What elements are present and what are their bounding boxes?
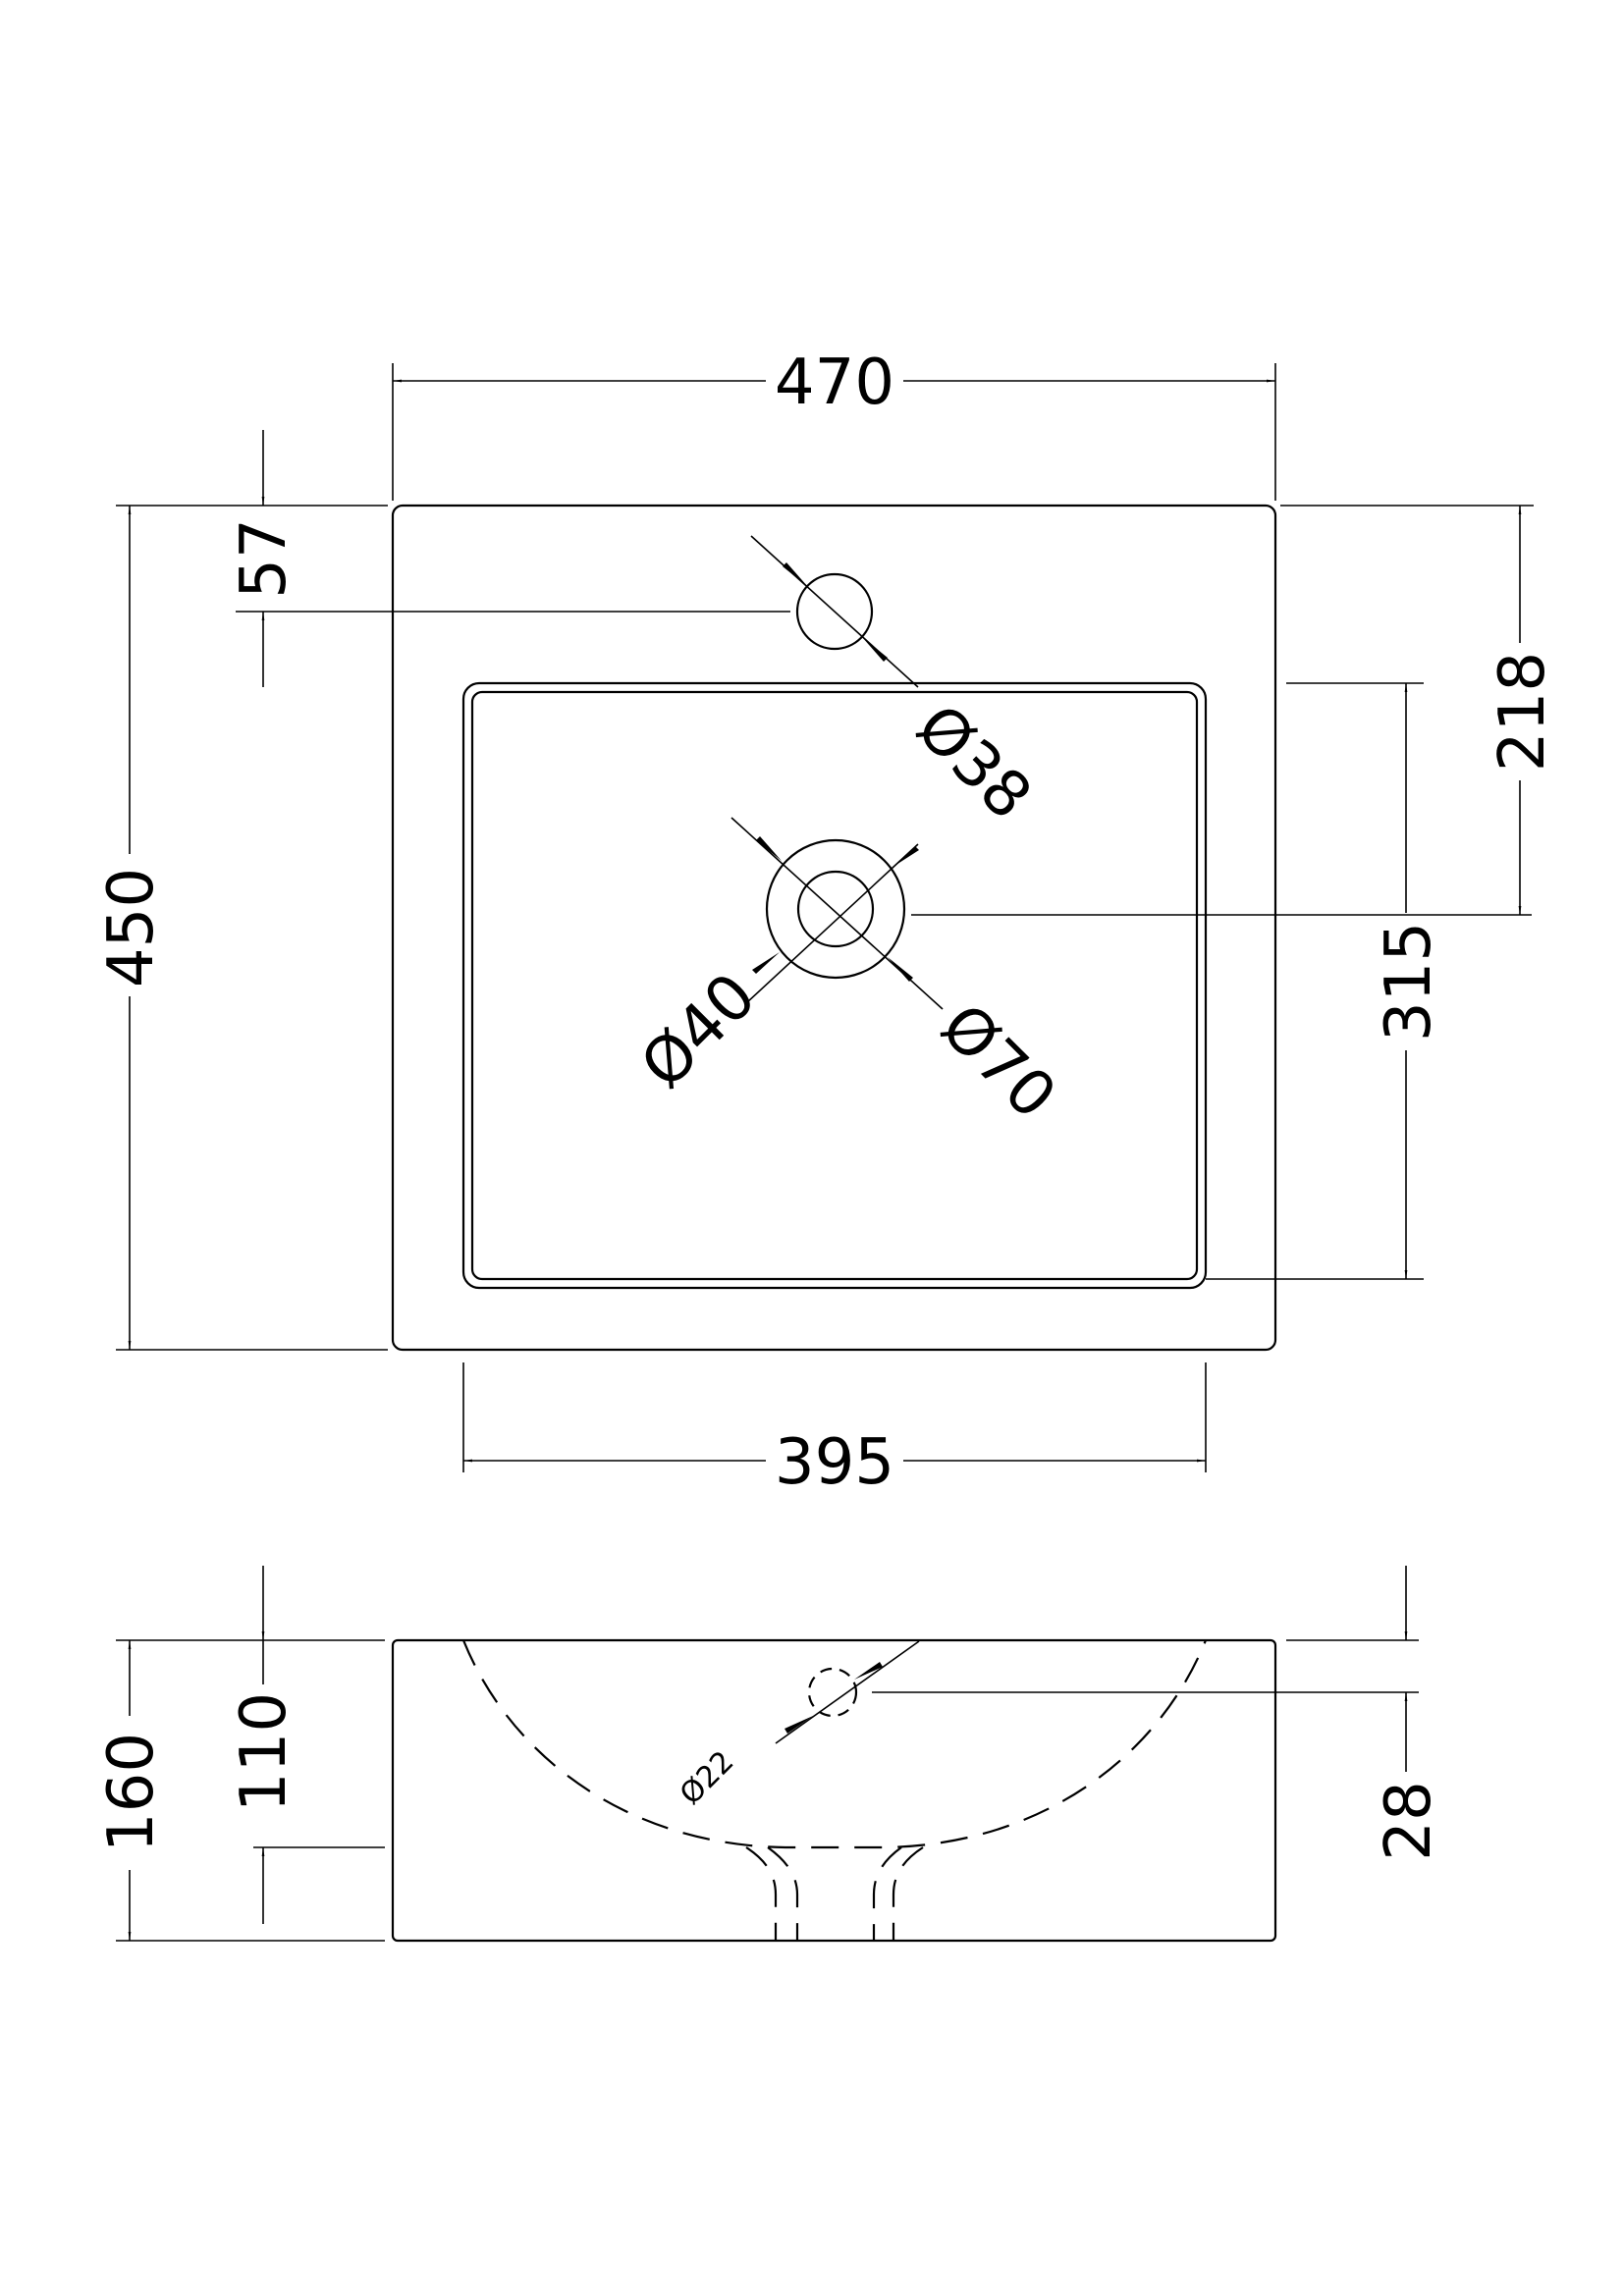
- overflow-leader: [775, 1640, 920, 1744]
- label-tap-hole-diameter: Ø38: [902, 691, 1046, 834]
- dim-bowl-depth: 315: [1373, 922, 1445, 1041]
- dim-bowl-height: 110: [228, 1692, 300, 1812]
- overflow-arrow-a: [784, 1716, 813, 1734]
- waste-leader-a: [730, 817, 944, 1010]
- waste-arrow-1: [756, 836, 782, 861]
- dim-overall-depth: 450: [95, 868, 168, 988]
- waste-hidden-left-inner: [767, 1846, 799, 1941]
- dim-bowl-width: 395: [775, 1426, 894, 1499]
- tap-hole-arrow-a: [783, 562, 808, 587]
- waste-leader-b: [745, 843, 919, 1004]
- dim-tap-offset: 57: [228, 518, 300, 598]
- dim-overall-width: 470: [775, 347, 894, 419]
- overflow-hole: [807, 1667, 858, 1718]
- waste-outer-ring: [765, 838, 906, 980]
- basin-side-outline: [391, 1638, 1277, 1943]
- bowl-outline-outer: [461, 681, 1208, 1290]
- waste-arrow-2: [888, 957, 913, 982]
- waste-arrow-3: [892, 846, 919, 868]
- waste-hidden-right: [892, 1846, 924, 1941]
- bowl-hidden-curve: [461, 1639, 1208, 1849]
- dim-waste-to-back: 218: [1487, 652, 1559, 772]
- tap-hole-arrow-b: [862, 637, 888, 662]
- bowl-outline-inner: [470, 690, 1199, 1281]
- dim-overall-height: 160: [95, 1733, 168, 1852]
- side-view: Ø22 160 110 28: [95, 1566, 1445, 1943]
- top-view: 470 450 57 218 315 395 Ø38 Ø40 Ø70: [95, 347, 1559, 1499]
- tap-hole-leader: [750, 535, 919, 688]
- dim-overflow-offset: 28: [1373, 1781, 1445, 1860]
- waste-arrow-4: [752, 952, 780, 974]
- label-overflow-diameter: Ø22: [674, 1744, 740, 1811]
- basin-outer-outline: [391, 504, 1277, 1352]
- label-waste-outer-diameter: Ø70: [927, 990, 1070, 1134]
- label-waste-inner-diameter: Ø40: [627, 960, 771, 1103]
- overflow-arrow-b: [854, 1662, 883, 1680]
- tap-hole: [795, 572, 874, 651]
- waste-inner-ring: [796, 870, 875, 948]
- waste-hidden-right-inner: [872, 1846, 902, 1941]
- waste-hidden-left: [745, 1846, 778, 1941]
